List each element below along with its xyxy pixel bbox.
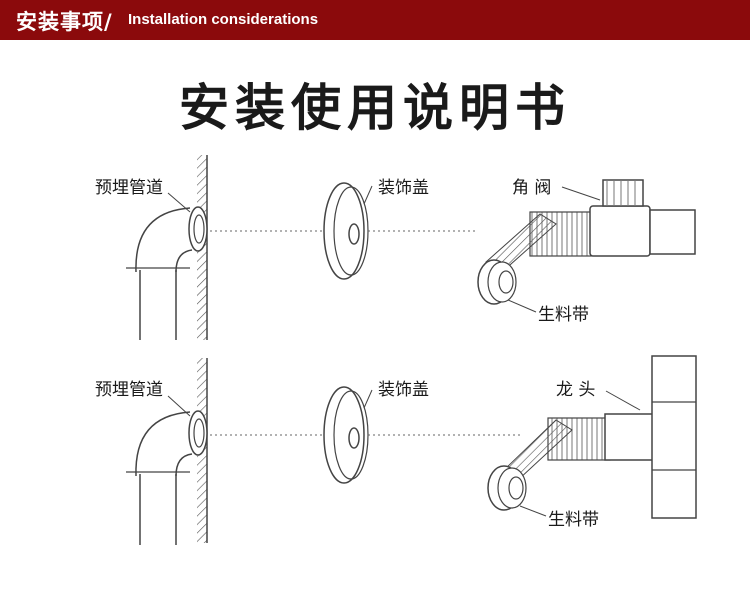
bottom-cover-leader xyxy=(363,389,373,409)
faucet xyxy=(487,355,697,519)
bottom-cover-label: 装饰盖 xyxy=(378,380,429,400)
top-cover-leader xyxy=(363,185,373,205)
faucet-label: 龙 头 xyxy=(556,380,596,400)
top-tape-label: 生料带 xyxy=(538,305,589,325)
bottom-tape-leader xyxy=(519,505,547,517)
bottom-embedded-pipe xyxy=(126,358,208,545)
header-title-en: Installation considerations xyxy=(128,11,319,28)
valve-label: 角 阀 xyxy=(512,178,552,198)
top-decorative-cover xyxy=(323,182,369,280)
valve-leader xyxy=(561,186,601,201)
faucet-leader xyxy=(605,390,641,411)
bottom-pipe-leader xyxy=(167,395,191,417)
angle-valve xyxy=(477,179,696,305)
section-header-bar: 安装事项/ Installation considerations xyxy=(0,0,750,40)
top-tape-leader xyxy=(507,299,537,313)
page-title: 安装使用说明书 xyxy=(179,78,571,137)
bottom-pipe-label: 预埋管道 xyxy=(95,380,163,400)
header-title-cn: 安装事项/ xyxy=(16,10,113,34)
top-cover-label: 装饰盖 xyxy=(378,178,429,198)
top-pipe-label: 预埋管道 xyxy=(95,178,163,198)
bottom-tape-label: 生料带 xyxy=(548,510,599,530)
bottom-decorative-cover xyxy=(323,386,369,484)
top-embedded-pipe xyxy=(126,155,208,340)
top-pipe-leader xyxy=(167,192,191,213)
